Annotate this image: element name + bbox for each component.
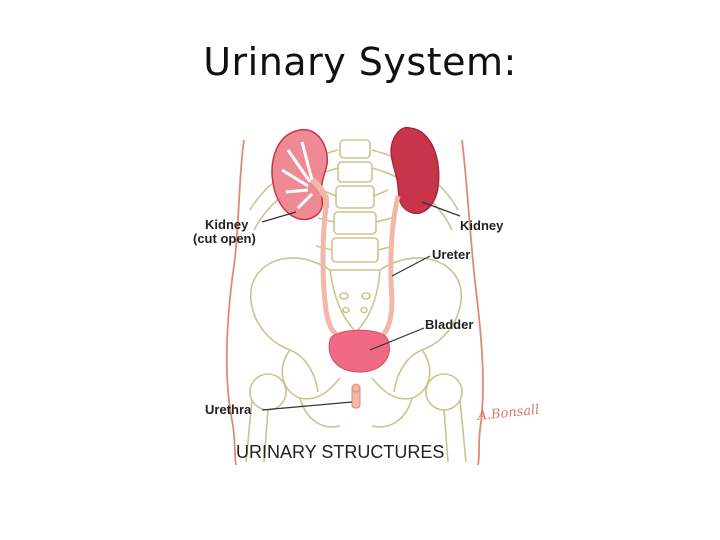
diagram-caption: URINARY STRUCTURES: [236, 442, 444, 462]
kidney-left-cut-open: [271, 128, 329, 221]
ureter-right: [380, 195, 401, 338]
label-bladder: Bladder: [425, 317, 473, 332]
label-kidney-cut-open-1: Kidney: [205, 217, 249, 232]
slide-title: Urinary System:: [203, 40, 517, 84]
label-kidney: Kidney: [460, 218, 504, 233]
artist-signature: A.Bonsall: [476, 403, 540, 425]
label-ureter: Ureter: [432, 247, 470, 262]
body-outline-left: [225, 139, 245, 466]
bladder: [328, 329, 390, 373]
spine: [315, 139, 395, 263]
ureter-left: [320, 205, 340, 339]
leader-lines: [261, 201, 461, 411]
urethra-top: [351, 383, 361, 393]
body-outline-right: [461, 139, 484, 466]
label-urethra: Urethra: [205, 402, 252, 417]
label-kidney-cut-open-2: (cut open): [193, 231, 256, 246]
